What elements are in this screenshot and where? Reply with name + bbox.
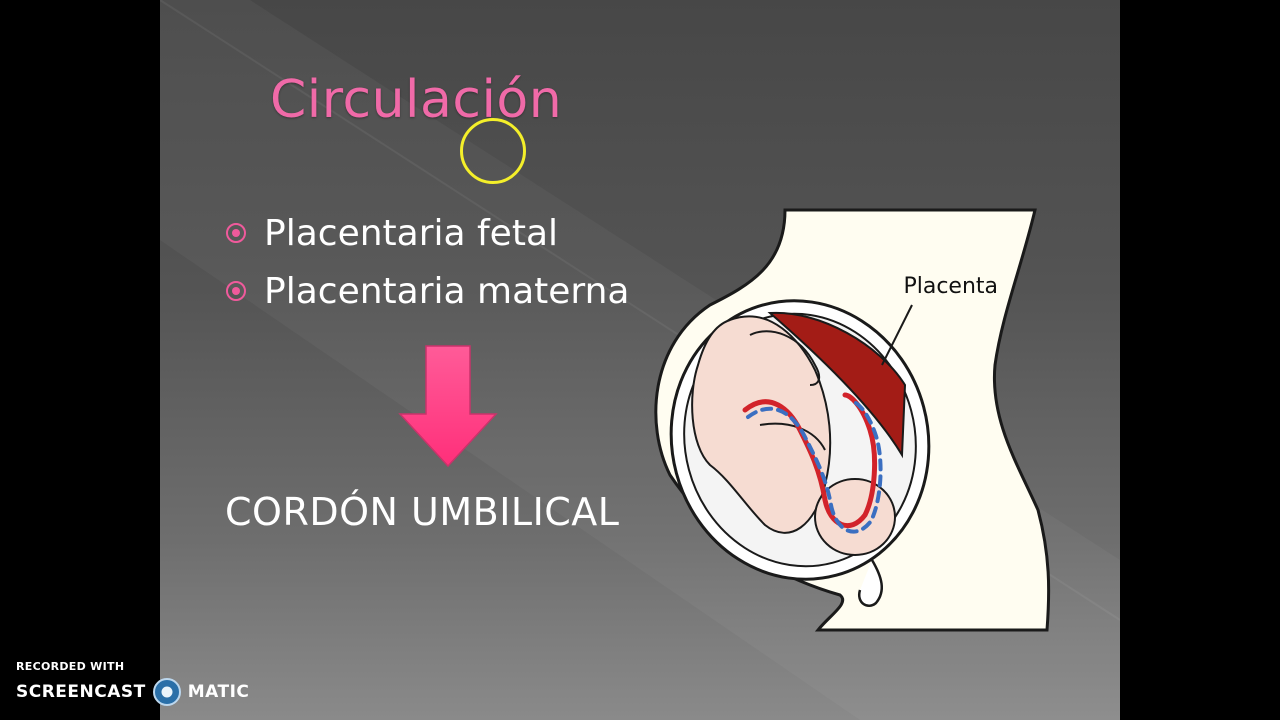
pregnancy-placenta-illustration: Placenta bbox=[654, 208, 1051, 632]
cursor-highlight-ring bbox=[460, 118, 526, 184]
umbilical-cord-blue bbox=[746, 399, 883, 534]
bullet-label: Placentaria fetal bbox=[264, 212, 559, 254]
bullet-list: Placentaria fetal Placentaria materna bbox=[226, 204, 629, 320]
placenta-leader-line bbox=[881, 304, 913, 366]
watermark-brand-right: MATIC bbox=[187, 682, 250, 702]
slide: Circulación Placentaria fetal Placentari… bbox=[160, 0, 1120, 720]
bullet-item: Placentaria fetal bbox=[226, 204, 629, 262]
screencast-logo-icon bbox=[152, 678, 181, 706]
fetus-head bbox=[814, 478, 896, 556]
fetus-leg bbox=[749, 330, 821, 386]
placenta-shape bbox=[767, 311, 907, 459]
watermark-recorded-with: RECORDED WITH bbox=[16, 660, 125, 673]
placenta-label: Placenta bbox=[903, 274, 998, 299]
bullet-icon bbox=[226, 223, 246, 243]
bullet-icon bbox=[226, 281, 246, 301]
bullet-item: Placentaria materna bbox=[226, 262, 629, 320]
watermark-brand-left: SCREENCAST bbox=[16, 682, 146, 702]
bullet-label: Placentaria materna bbox=[264, 270, 630, 312]
umbilical-cord-caption: CORDÓN UMBILICAL bbox=[225, 490, 620, 534]
down-arrow-icon bbox=[398, 345, 498, 468]
slide-title: Circulación bbox=[270, 70, 563, 130]
cervix bbox=[857, 559, 884, 607]
watermark-brand: SCREENCAST MATIC bbox=[16, 677, 249, 707]
screencast-watermark: RECORDED WITH SCREENCAST MATIC bbox=[16, 660, 249, 707]
